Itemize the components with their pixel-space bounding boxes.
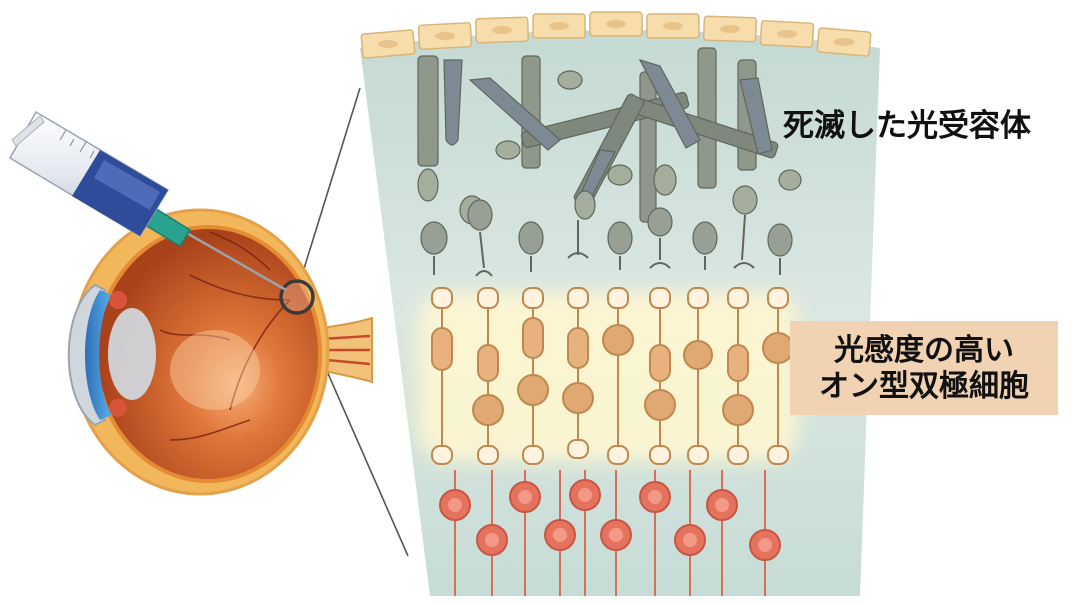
bipolar-cells-label: 光感度の高い オン型双極細胞 xyxy=(790,321,1058,415)
dead-photoreceptors-label: 死滅した光受容体 xyxy=(783,108,1031,145)
bipolar-label-line-2: オン型双極細胞 xyxy=(790,369,1058,405)
retina-panel xyxy=(360,12,880,596)
bipolar-label-line-1: 光感度の高い xyxy=(790,333,1058,369)
